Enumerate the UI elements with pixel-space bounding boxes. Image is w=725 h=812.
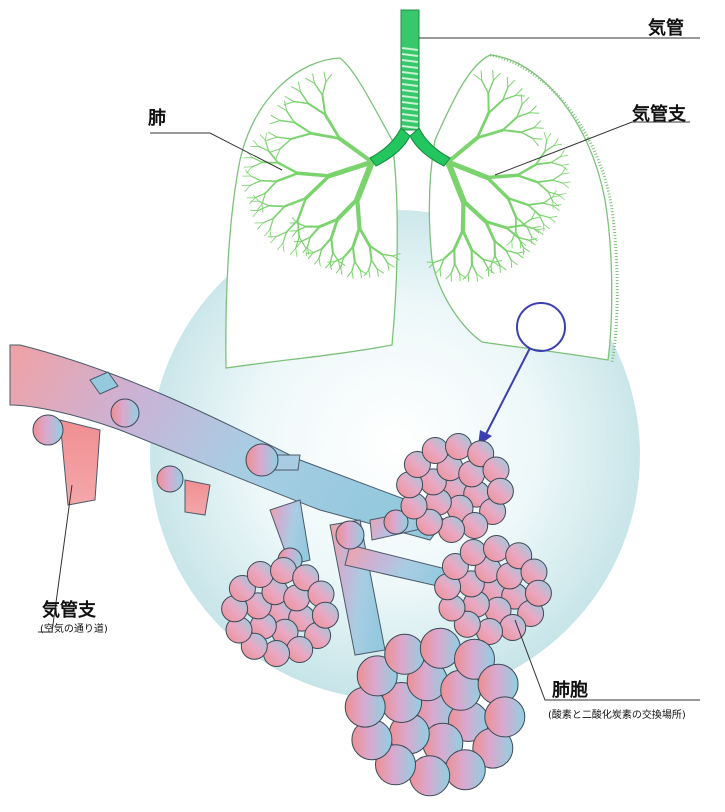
alveoli-label: 肺胞 xyxy=(552,676,588,702)
bronchus-lower-label: 気管支 xyxy=(42,596,96,622)
bronchus-upper-label: 気管支 xyxy=(632,100,686,126)
alveolus xyxy=(462,513,488,539)
alveoli-note: (酸素と二酸化炭素の交換場所) xyxy=(548,706,686,721)
alveolus xyxy=(445,750,485,790)
alveolus xyxy=(500,615,526,641)
alveolus xyxy=(246,444,278,476)
alveolus xyxy=(247,562,273,588)
trachea-label: 気管 xyxy=(648,14,684,40)
alveolus xyxy=(336,521,364,549)
alveolus xyxy=(525,580,551,606)
alveolus xyxy=(487,478,513,504)
alveolus xyxy=(485,697,525,737)
alveolus xyxy=(33,415,63,445)
bronchus-lower-note: (空気の通り道) xyxy=(40,620,108,635)
alveolus xyxy=(460,540,486,566)
alveolus xyxy=(111,399,139,427)
trachea xyxy=(401,10,419,130)
alveolus xyxy=(312,602,338,628)
lung-label: 肺 xyxy=(148,104,166,130)
alveolus xyxy=(422,438,448,464)
alveolus xyxy=(287,637,313,663)
alveolus xyxy=(385,634,425,674)
alveolus xyxy=(157,466,183,492)
